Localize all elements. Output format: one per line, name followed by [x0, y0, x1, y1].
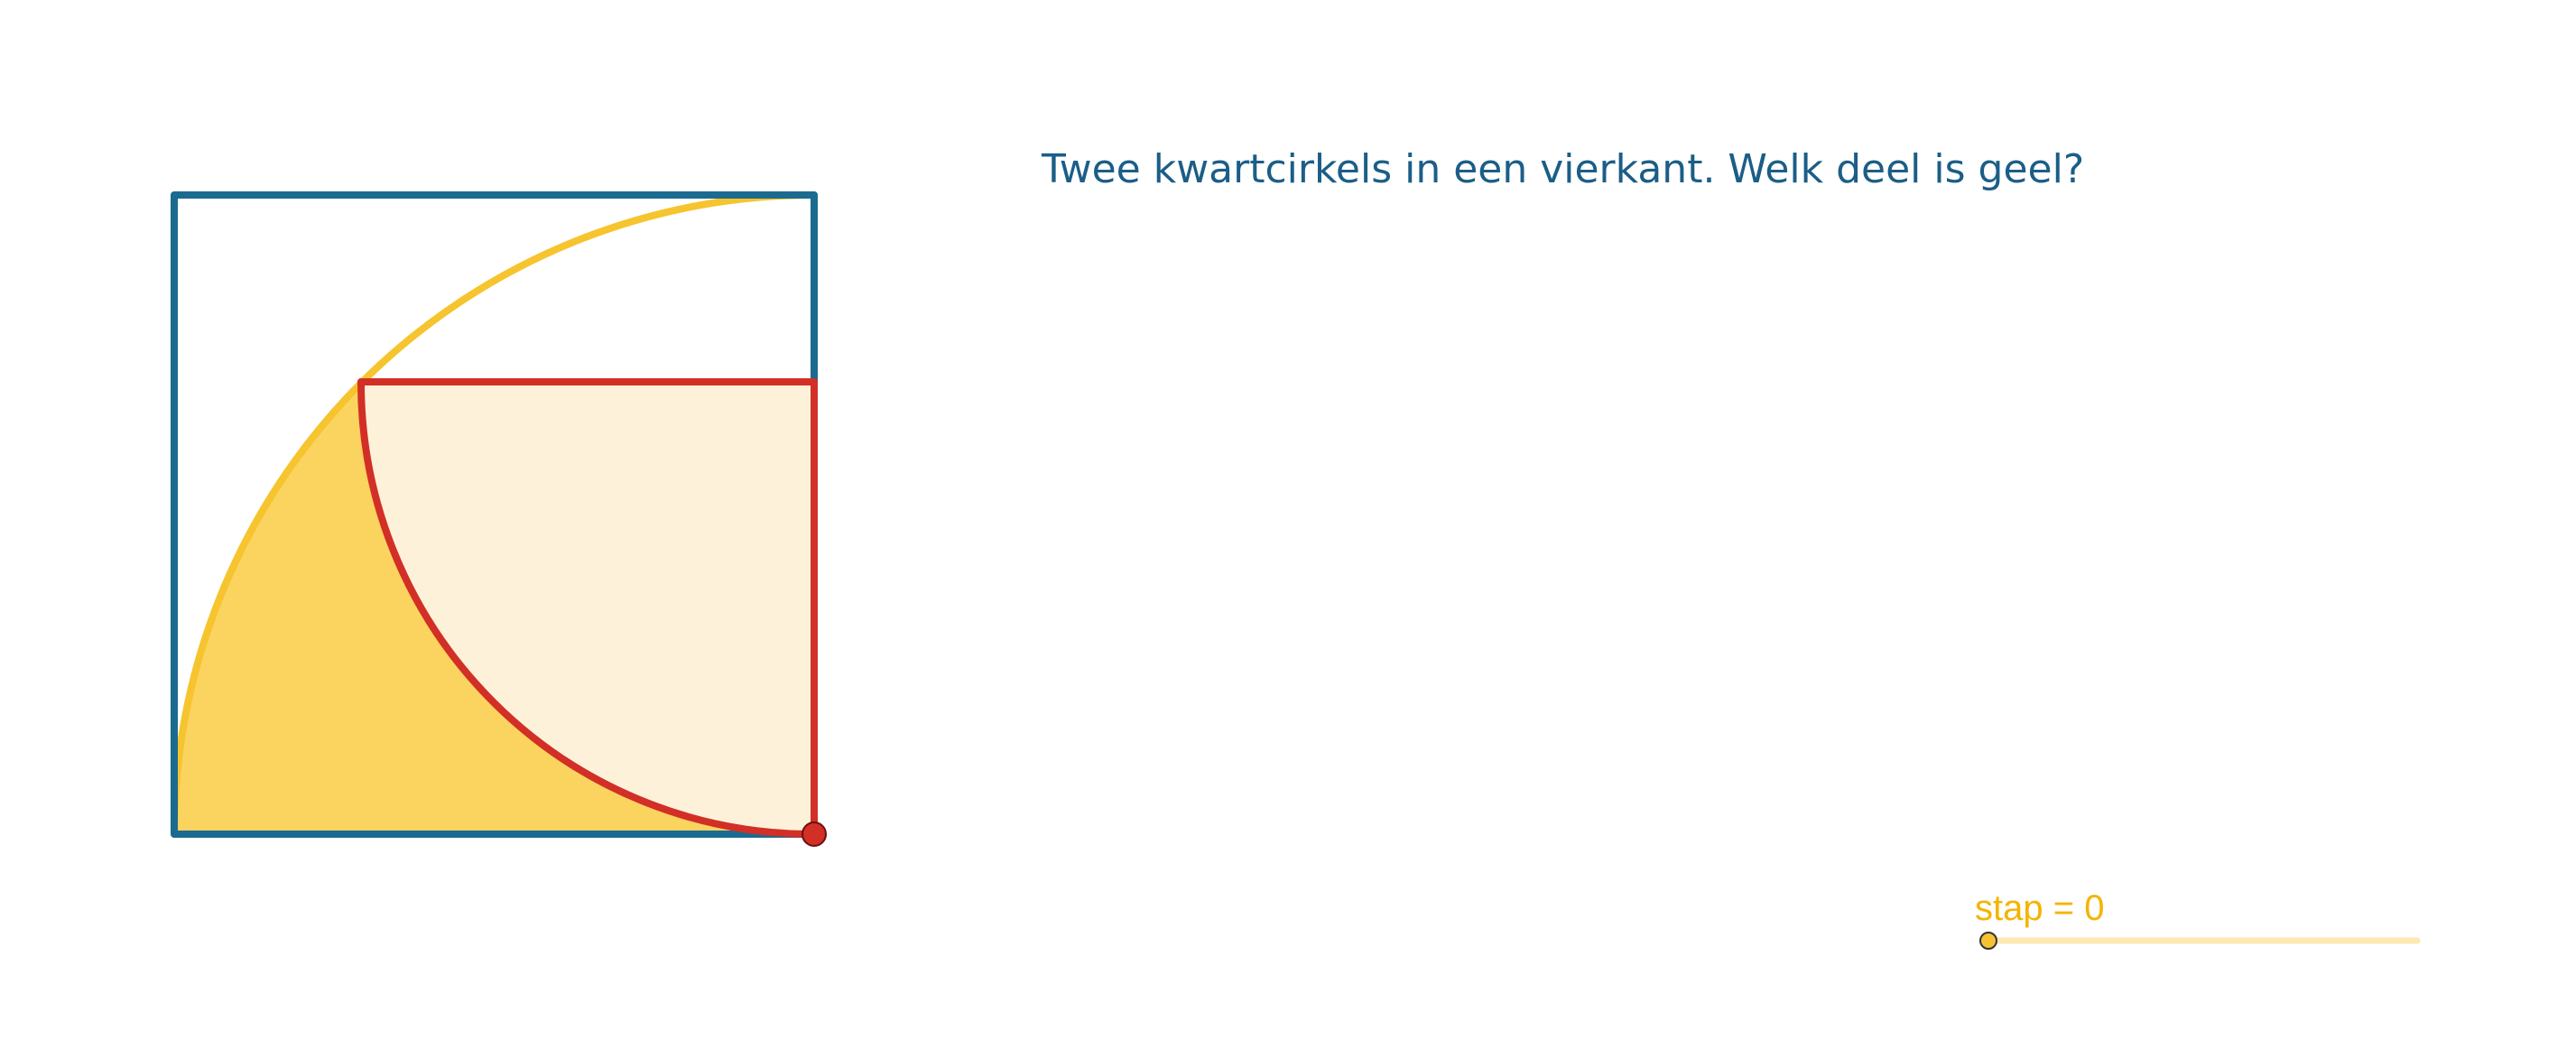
small-quarter-arc: [357, 378, 818, 839]
question-text: Twee kwartcirkels in een vierkant. Welk …: [1042, 146, 2085, 192]
light-region: [360, 382, 814, 835]
slider-knob-icon[interactable]: [1979, 932, 1997, 950]
red-rectangle: [357, 378, 818, 838]
yellow-region: [173, 382, 814, 835]
red-point-icon[interactable]: [802, 822, 827, 847]
slider-label: stap = 0: [1975, 888, 2105, 928]
